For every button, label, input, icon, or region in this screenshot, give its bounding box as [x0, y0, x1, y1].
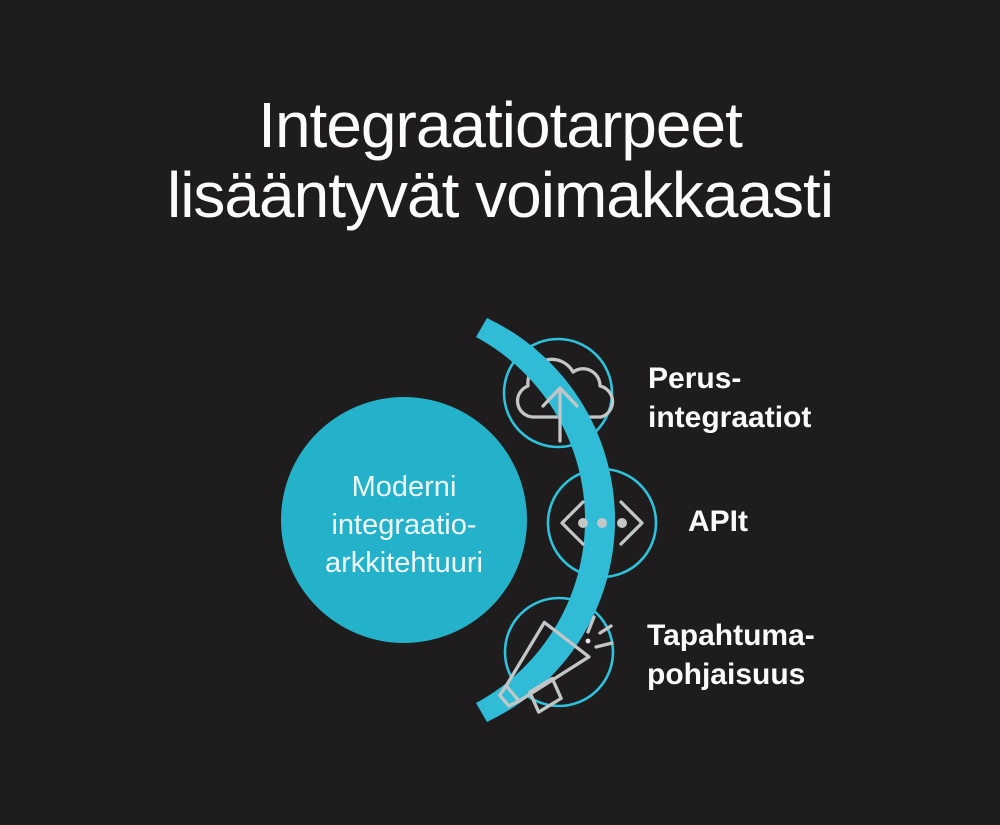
- megaphone-handle: [528, 676, 563, 714]
- label-line: Tapahtuma-: [647, 619, 815, 652]
- cloud-upload-icon: [515, 357, 615, 419]
- upload-arrow-icon: [541, 386, 579, 443]
- megaphone-sound-line-2: [598, 624, 613, 635]
- megaphone-sound-line-1: [586, 615, 596, 634]
- megaphone-horn: [504, 620, 591, 703]
- label-line: APIt: [688, 505, 748, 538]
- api-dot-middle: [597, 518, 607, 528]
- api-chevron-left: [560, 500, 585, 546]
- slide-title-line-2: lisääntyvät voimakkaasti: [166, 159, 834, 231]
- center-circle-line-3: arkkitehtuuri: [325, 547, 483, 579]
- growth-arc: [476, 318, 615, 722]
- slide-title-line-1: Integraatiotarpeet: [258, 89, 743, 161]
- slide-title: Integraatiotarpeet lisääntyvät voimakkaa…: [0, 90, 1000, 230]
- label-apit: APIt: [688, 502, 748, 541]
- api-code-icon: [560, 500, 644, 546]
- upload-arrow-head: [541, 386, 579, 408]
- megaphone-mouth: [498, 684, 521, 708]
- label-line: pohjaisuus: [647, 658, 806, 691]
- label-line: integraatiot: [648, 401, 812, 434]
- icon-ring-megaphone: [503, 596, 615, 708]
- label-tapahtuma-pohjaisuus: Tapahtuma- pohjaisuus: [647, 616, 815, 694]
- moderni-circle: [281, 397, 527, 643]
- center-circle-label: Moderni integraatio- arkkitehtuuri: [254, 468, 554, 582]
- label-line: Perus-: [648, 362, 742, 395]
- api-dot-right: [617, 518, 627, 528]
- center-circle-line-1: Moderni: [351, 471, 457, 503]
- api-dot-left: [578, 518, 588, 528]
- label-perus-integraatiot: Perus- integraatiot: [648, 359, 811, 437]
- icon-ring-cloud: [502, 337, 614, 449]
- megaphone-sound-line-3: [594, 641, 614, 649]
- api-chevron-right: [619, 500, 644, 546]
- center-circle-line-2: integraatio-: [331, 509, 477, 541]
- megaphone-icon: [498, 615, 614, 714]
- megaphone-sound-dot: [585, 638, 591, 644]
